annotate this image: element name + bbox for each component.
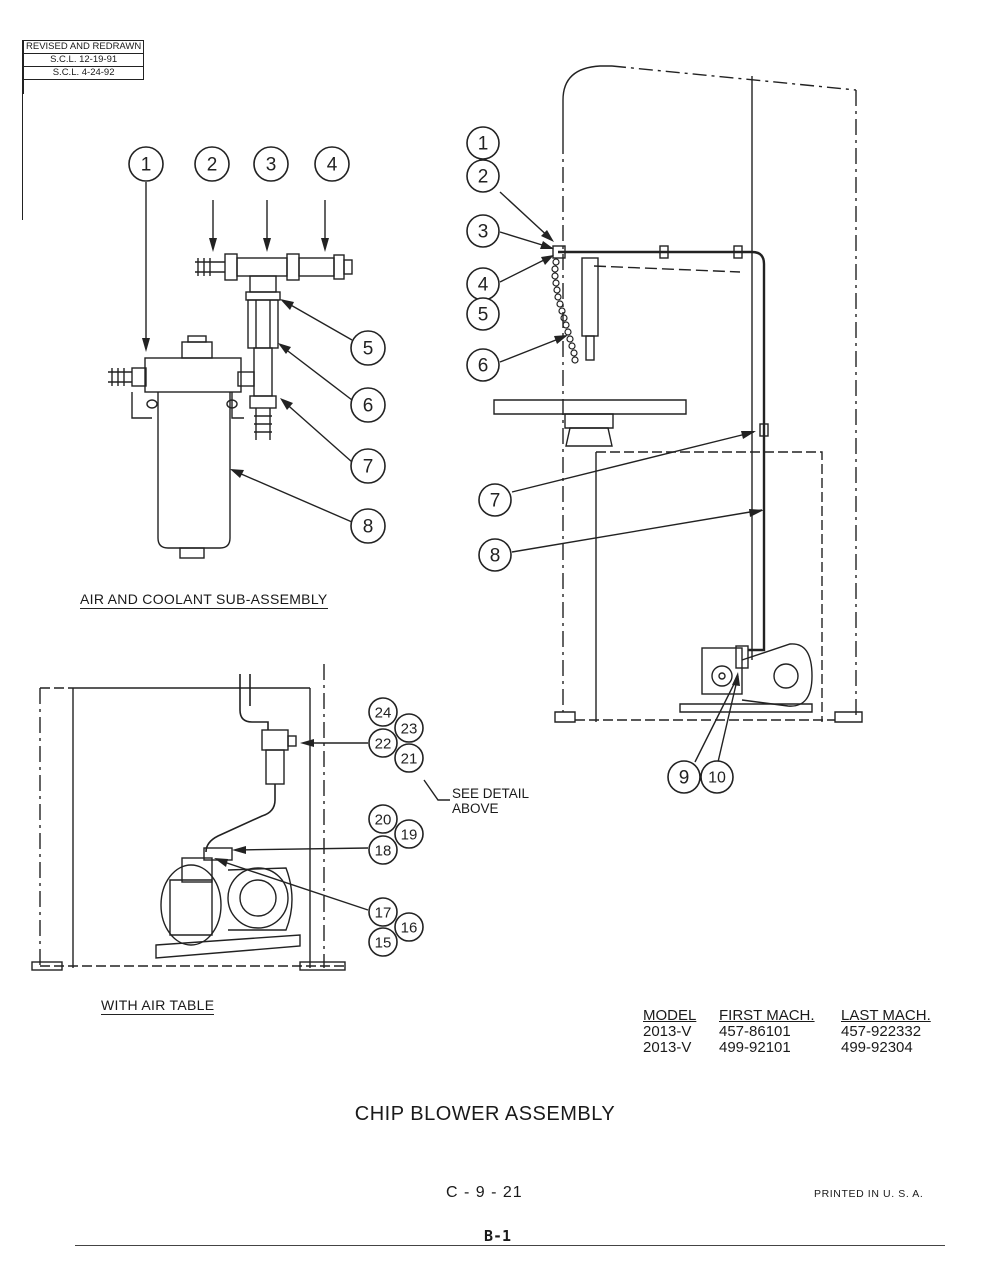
cell-last-mach: 499-92304 [841, 1039, 913, 1056]
balloon-number: 21 [401, 751, 418, 768]
balloon-number: 22 [375, 736, 392, 753]
page-number: C - 9 - 21 [446, 1184, 523, 1201]
balloon-circle [350, 387, 386, 423]
balloon-number: 3 [478, 222, 489, 243]
balloon-circle [368, 804, 398, 834]
balloon-number: 5 [363, 339, 374, 360]
balloon-number: 20 [375, 812, 392, 829]
cell-last-mach: 457-922332 [841, 1023, 922, 1040]
cell-first-mach: 499-92101 [719, 1039, 791, 1056]
revision-block: REVISED AND REDRAWN S.C.L. 12-19-91 S.C.… [22, 40, 145, 220]
balloon-circle [368, 897, 398, 927]
balloon-number: 17 [375, 905, 392, 922]
balloon-circle [478, 483, 512, 517]
revision-entry: S.C.L. 4-24-92 [22, 66, 145, 80]
balloon-circle [466, 159, 500, 193]
balloon-circle [368, 835, 398, 865]
balloon-circle [700, 760, 734, 794]
balloon-number: 1 [141, 155, 152, 176]
balloon-number: 6 [363, 396, 374, 417]
cell-model: 2013-V [643, 1023, 692, 1040]
air-table-caption: WITH AIR TABLE [101, 997, 215, 1015]
model-table: MODEL FIRST MACH. LAST MACH. 2013-V 457-… [643, 1008, 951, 1056]
balloon-number: 23 [401, 721, 418, 738]
balloon-number: 4 [478, 275, 489, 296]
balloon-circle [194, 146, 230, 182]
air-table-drawing [31, 664, 450, 971]
cell-model: 2013-V [643, 1039, 692, 1056]
balloon-number: 5 [478, 305, 489, 326]
model-table-row: 2013-V 457-86101 457-922332 [643, 1024, 951, 1040]
balloon-number: 24 [375, 705, 392, 722]
balloon-circle [350, 448, 386, 484]
balloon-number: 10 [708, 770, 726, 787]
balloon-number: 7 [363, 457, 374, 478]
balloon-circle [466, 126, 500, 160]
header-model: MODEL [643, 1007, 697, 1024]
see-detail-note: SEE DETAIL ABOVE [452, 786, 529, 816]
note-line: ABOVE [452, 801, 499, 816]
balloon-number: 8 [490, 546, 501, 567]
balloon-number: 8 [363, 517, 374, 538]
balloon-circle [368, 728, 398, 758]
balloon-circle [350, 330, 386, 366]
machine-view-drawing [493, 65, 863, 763]
balloon-circle [394, 819, 424, 849]
balloon-number: 3 [266, 155, 277, 176]
cell-first-mach: 457-86101 [719, 1023, 791, 1040]
subassembly-caption: AIR AND COOLANT SUB-ASSEMBLY [80, 591, 328, 609]
balloon-circle [253, 146, 289, 182]
footer-label: B-1 [484, 1227, 512, 1245]
page-title: CHIP BLOWER ASSEMBLY [354, 1103, 616, 1125]
balloon-number: 2 [478, 167, 489, 188]
header-last-mach: LAST MACH. [841, 1007, 931, 1024]
printed-in-usa: PRINTED IN U. S. A. [814, 1188, 924, 1200]
balloon-number: 7 [490, 491, 501, 512]
balloon-circle [128, 146, 164, 182]
model-table-row: 2013-V 499-92101 499-92304 [643, 1040, 951, 1056]
balloon-number: 2 [207, 155, 218, 176]
balloon-circle [667, 760, 701, 794]
balloon-circle [368, 697, 398, 727]
revision-empty-row [22, 79, 144, 94]
note-line: SEE DETAIL [452, 786, 530, 801]
balloon-circle [466, 214, 500, 248]
header-first-mach: FIRST MACH. [719, 1007, 815, 1024]
balloon-number: 4 [327, 155, 338, 176]
balloon-number: 18 [375, 843, 392, 860]
balloon-number: 15 [375, 935, 392, 952]
balloon-circle [314, 146, 350, 182]
balloon-number: 6 [478, 356, 489, 377]
bottom-rule [75, 1245, 945, 1246]
balloon-number: 19 [401, 827, 418, 844]
balloon-circle [394, 743, 424, 773]
balloon-circle [466, 297, 500, 331]
balloon-circle [350, 508, 386, 544]
balloon-number: 9 [679, 768, 690, 789]
balloon-number: 16 [401, 920, 418, 937]
balloon-circle [478, 538, 512, 572]
balloon-circle [394, 713, 424, 743]
balloon-number: 1 [478, 134, 489, 155]
air-coolant-subassembly-drawing [108, 182, 353, 559]
balloon-circle [466, 348, 500, 382]
balloon-circle [368, 927, 398, 957]
model-table-header: MODEL FIRST MACH. LAST MACH. [643, 1008, 951, 1024]
balloon-circle [394, 912, 424, 942]
